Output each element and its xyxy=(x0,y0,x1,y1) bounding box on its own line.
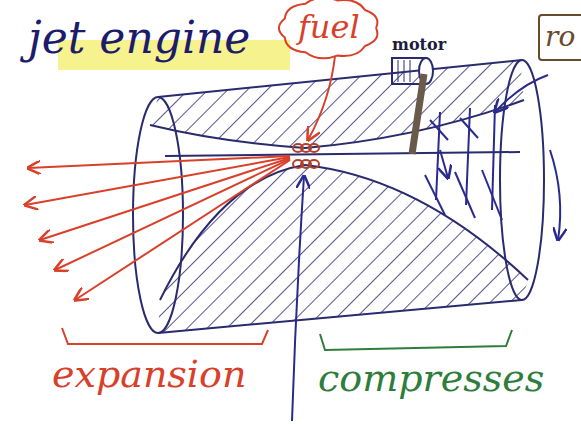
stage-label: expansion xyxy=(52,354,246,396)
nozzle-wall xyxy=(160,165,528,300)
pointer-arrow xyxy=(292,176,304,421)
label-box: ro xyxy=(538,14,581,61)
expansion-bracket xyxy=(62,328,268,344)
stage-label: compresses xyxy=(318,358,544,400)
inlet-ellipse xyxy=(133,97,183,333)
casing-line xyxy=(158,300,522,333)
title: jet engine xyxy=(28,14,250,62)
box-rect xyxy=(539,15,581,60)
node-text: ro xyxy=(545,22,575,53)
cloud-path xyxy=(279,0,378,58)
casing-line xyxy=(158,60,522,97)
motor-symbol xyxy=(392,58,433,154)
casing-hatch xyxy=(158,165,528,333)
node-text: fuel xyxy=(298,10,360,45)
exhaust-arrows xyxy=(25,156,290,300)
shaft xyxy=(165,152,520,156)
part-name: motor xyxy=(392,36,446,54)
air-arrow xyxy=(495,75,548,112)
air-arrow xyxy=(550,150,560,240)
compression-bracket xyxy=(320,330,512,350)
compressor-blades xyxy=(425,105,502,220)
air-arrow xyxy=(440,150,448,178)
fuel-cloud: fuel xyxy=(284,2,374,54)
combustor-coils xyxy=(293,144,319,168)
outlet-ellipse xyxy=(500,60,544,300)
fuel-arrow xyxy=(308,56,335,140)
